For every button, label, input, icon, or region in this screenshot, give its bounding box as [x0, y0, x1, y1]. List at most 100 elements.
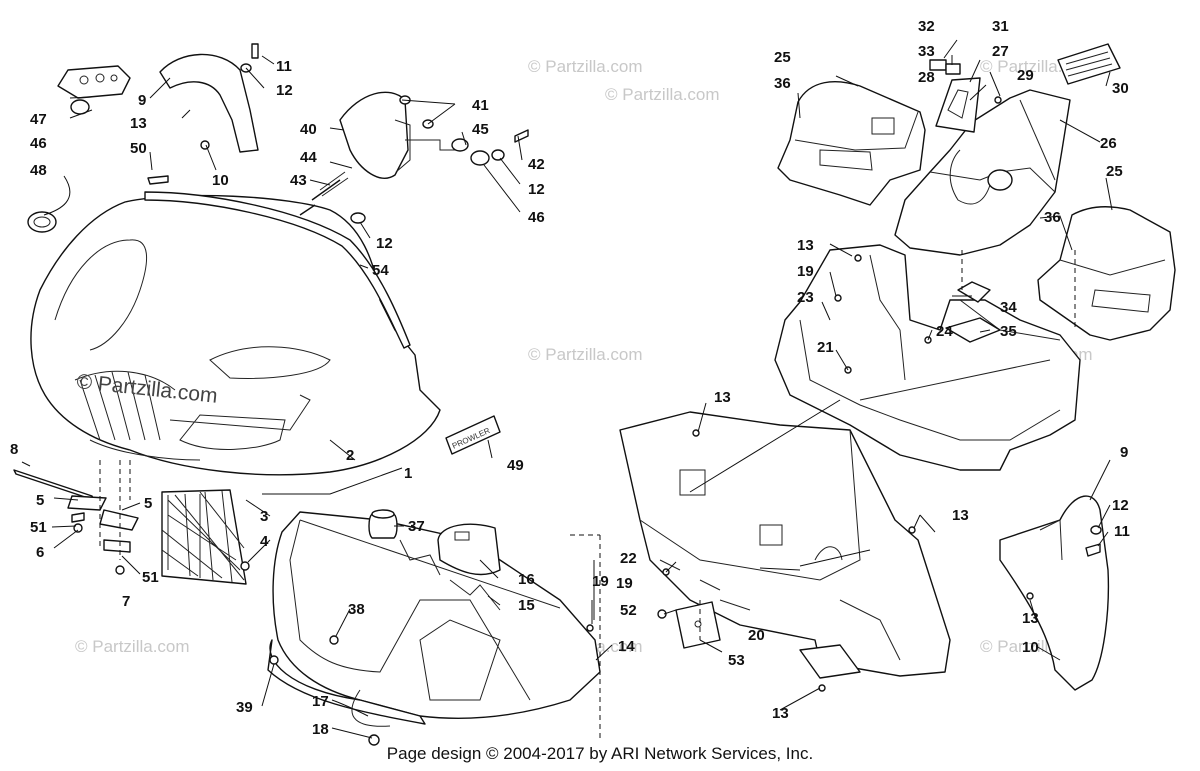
callout-label: 52 [620, 602, 637, 619]
callout-label: 51 [142, 569, 159, 586]
callout-label: 48 [30, 162, 47, 179]
firewall-panel-part [619, 411, 951, 677]
callout-label: 15 [518, 597, 535, 614]
callout-label: 2 [346, 447, 354, 464]
callout-label: 8 [10, 441, 18, 458]
callout-label: 44 [300, 149, 317, 166]
shifter-plate-part [935, 77, 981, 133]
callout-label: 5 [144, 495, 152, 512]
callout-label: 20 [748, 627, 765, 644]
watermark: © Partzilla.com [528, 57, 643, 76]
callout-label: 27 [992, 43, 1009, 60]
callout-label: 22 [620, 550, 637, 567]
callout-label: 1 [404, 465, 412, 482]
callout-label: 24 [936, 323, 953, 340]
callout-label: 16 [518, 571, 535, 588]
callout-label: 10 [212, 172, 229, 189]
callout-label: 39 [236, 699, 253, 716]
callout-label: 13 [952, 507, 969, 524]
front-storage-tray [272, 511, 601, 719]
callout-label: 34 [1000, 299, 1017, 316]
callout-label: 13 [1022, 610, 1039, 627]
footer-copyright: Page design © 2004-2017 by ARI Network S… [386, 744, 814, 763]
callout-label: 35 [1000, 323, 1017, 340]
callout-label: 21 [817, 339, 834, 356]
callout-label: 13 [772, 705, 789, 722]
callout-label: 12 [376, 235, 393, 252]
hood-part [30, 194, 441, 476]
callout-label: 46 [30, 135, 47, 152]
callout-label: 19 [797, 263, 814, 280]
callout-label: 19 [592, 573, 609, 590]
callout-label: 25 [774, 49, 791, 66]
hood-trim-strip [144, 191, 411, 349]
emblem-part [27, 211, 57, 233]
callout-label: 43 [290, 172, 307, 189]
callout-label: 41 [472, 97, 489, 114]
callout-label: 40 [300, 121, 317, 138]
tray-bumper-part [368, 513, 398, 539]
callout-label: 30 [1112, 80, 1129, 97]
leader-lines [21, 39, 1113, 740]
callout-label: 28 [918, 69, 935, 86]
callout-label: 53 [728, 652, 745, 669]
callout-label: 18 [312, 721, 329, 738]
callout-label: 49 [507, 457, 524, 474]
callout-label: 13 [714, 389, 731, 406]
callout-label: 4 [260, 533, 269, 550]
watermark: © Partzilla.com [528, 345, 643, 364]
front-fender-left [159, 53, 259, 153]
callout-label: 31 [992, 18, 1009, 35]
prowler-decal [445, 415, 501, 455]
callout-label: 7 [122, 593, 130, 610]
callout-label: 11 [276, 58, 292, 75]
callout-label: 46 [528, 209, 545, 226]
callout-label: 36 [774, 75, 791, 92]
callout-label: 26 [1100, 135, 1117, 152]
callout-label: 5 [36, 492, 44, 509]
callout-label: 47 [30, 111, 47, 128]
access-plate-part [675, 601, 721, 649]
callout-label: 33 [918, 43, 935, 60]
callout-label: 10 [1022, 639, 1039, 656]
callout-label: 54 [372, 262, 389, 279]
floor-pan-part [774, 244, 1081, 471]
headlight-bracket-part [57, 65, 131, 99]
callout-labels: 11 12 9 13 47 46 50 10 48 40 41 45 44 43… [10, 18, 1130, 738]
rear-fender-right [999, 495, 1110, 691]
watermark: © Partzilla.com [75, 637, 190, 656]
callout-label: 36 [1044, 209, 1061, 226]
callout-label: 42 [528, 156, 545, 173]
callout-label: 17 [312, 693, 329, 710]
callout-label: 14 [618, 638, 635, 655]
callout-label: 38 [348, 601, 365, 618]
callout-label: 12 [276, 82, 293, 99]
callout-label: 45 [472, 121, 489, 138]
callout-label: 3 [260, 508, 268, 525]
seat-base-left [777, 81, 926, 206]
mirror-plate-part [339, 91, 409, 179]
callout-label: 25 [1106, 163, 1123, 180]
callout-label: 13 [797, 237, 814, 254]
center-console-part [894, 89, 1071, 256]
callout-label: 13 [130, 115, 147, 132]
shift-boot-part [957, 281, 991, 303]
callout-label: 23 [797, 289, 814, 306]
callout-label: 11 [1114, 523, 1130, 540]
callout-label: 32 [918, 18, 935, 35]
watermark: © Partzilla.com [605, 85, 720, 104]
callout-label: 12 [528, 181, 545, 198]
tray-cover-part [437, 523, 501, 576]
grille-mesh-part [161, 489, 247, 585]
seat-base-right [1037, 206, 1176, 341]
callout-label: 50 [130, 140, 147, 157]
callout-label: 6 [36, 544, 44, 561]
latch-rod-part [13, 469, 95, 501]
callout-label: 19 [616, 575, 633, 592]
callout-label: 29 [1017, 67, 1034, 84]
callout-label: 37 [408, 518, 425, 535]
callout-label: 51 [30, 519, 47, 536]
callout-label: 9 [138, 92, 146, 109]
callout-label: 9 [1120, 444, 1128, 461]
